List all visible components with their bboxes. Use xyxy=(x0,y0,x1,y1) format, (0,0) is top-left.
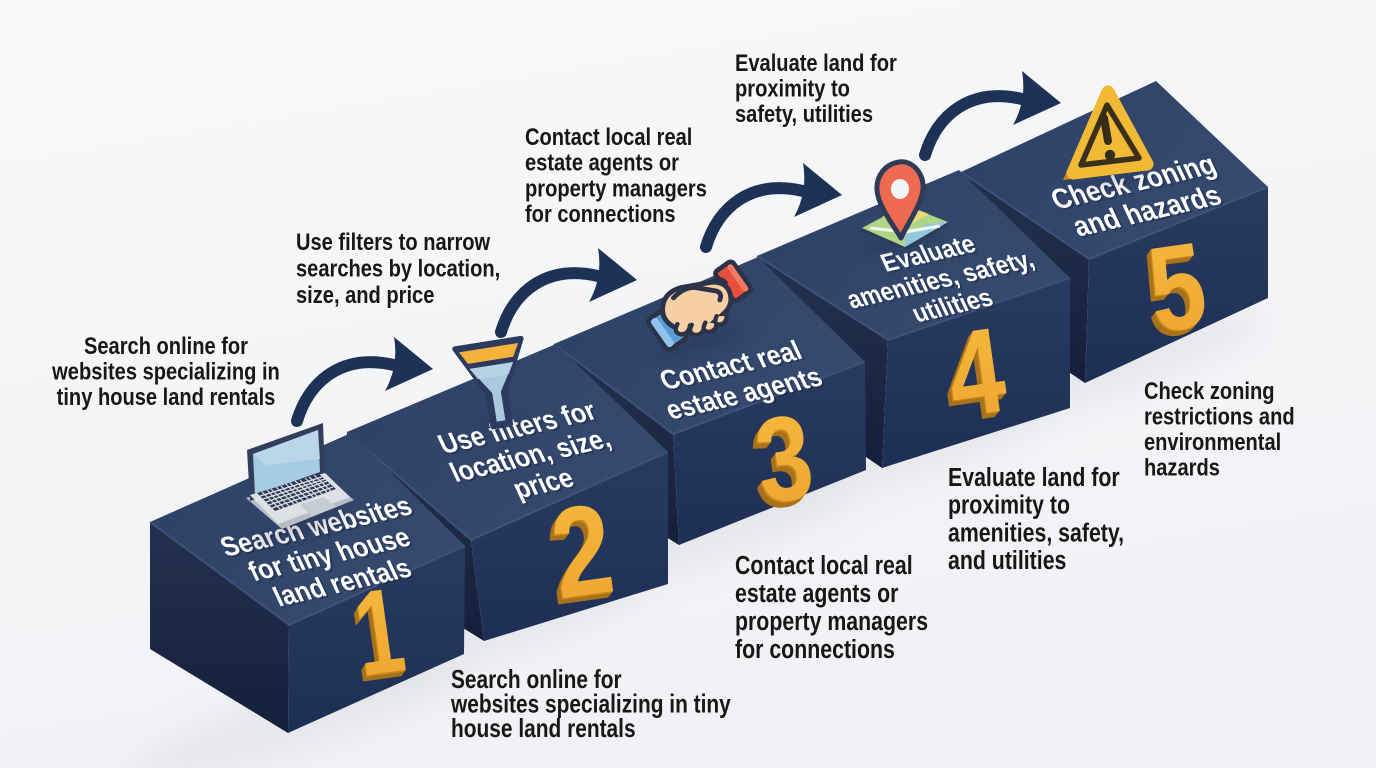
svg-text:restrictions and: restrictions and xyxy=(1144,403,1295,430)
svg-text:size, and price: size, and price xyxy=(296,281,434,308)
svg-text:proximity to: proximity to xyxy=(948,491,1070,521)
svg-text:tiny house land rentals: tiny house land rentals xyxy=(57,383,276,410)
svg-text:Contact local real: Contact local real xyxy=(525,123,692,150)
svg-text:safety, utilities: safety, utilities xyxy=(735,100,873,127)
svg-text:environmental: environmental xyxy=(1144,428,1281,455)
svg-text:for connections: for connections xyxy=(735,635,895,665)
svg-text:Use filters to narrow: Use filters to narrow xyxy=(296,228,491,255)
svg-text:and utilities: and utilities xyxy=(948,546,1066,576)
svg-text:Contact local real: Contact local real xyxy=(735,551,913,581)
svg-text:proximity to: proximity to xyxy=(735,75,850,102)
svg-text:websites specializing in: websites specializing in xyxy=(51,358,280,385)
svg-text:hazards: hazards xyxy=(1144,454,1220,481)
svg-text:for connections: for connections xyxy=(525,200,676,227)
svg-text:property managers: property managers xyxy=(735,607,928,637)
svg-text:estate agents or: estate agents or xyxy=(735,579,898,609)
svg-text:Check zoning: Check zoning xyxy=(1144,377,1275,404)
svg-text:amenities, safety,: amenities, safety, xyxy=(948,518,1124,548)
svg-text:house land rentals: house land rentals xyxy=(451,714,636,742)
svg-text:Evaluate land for: Evaluate land for xyxy=(948,463,1120,493)
svg-text:Search online for: Search online for xyxy=(84,332,248,359)
svg-text:estate agents or: estate agents or xyxy=(525,149,679,176)
svg-text:websites specializing in tiny: websites specializing in tiny xyxy=(450,690,731,718)
svg-text:Search online for: Search online for xyxy=(451,665,622,693)
svg-text:searches by location,: searches by location, xyxy=(296,255,500,282)
svg-text:Evaluate land for: Evaluate land for xyxy=(735,49,897,76)
svg-text:property managers: property managers xyxy=(525,175,707,202)
